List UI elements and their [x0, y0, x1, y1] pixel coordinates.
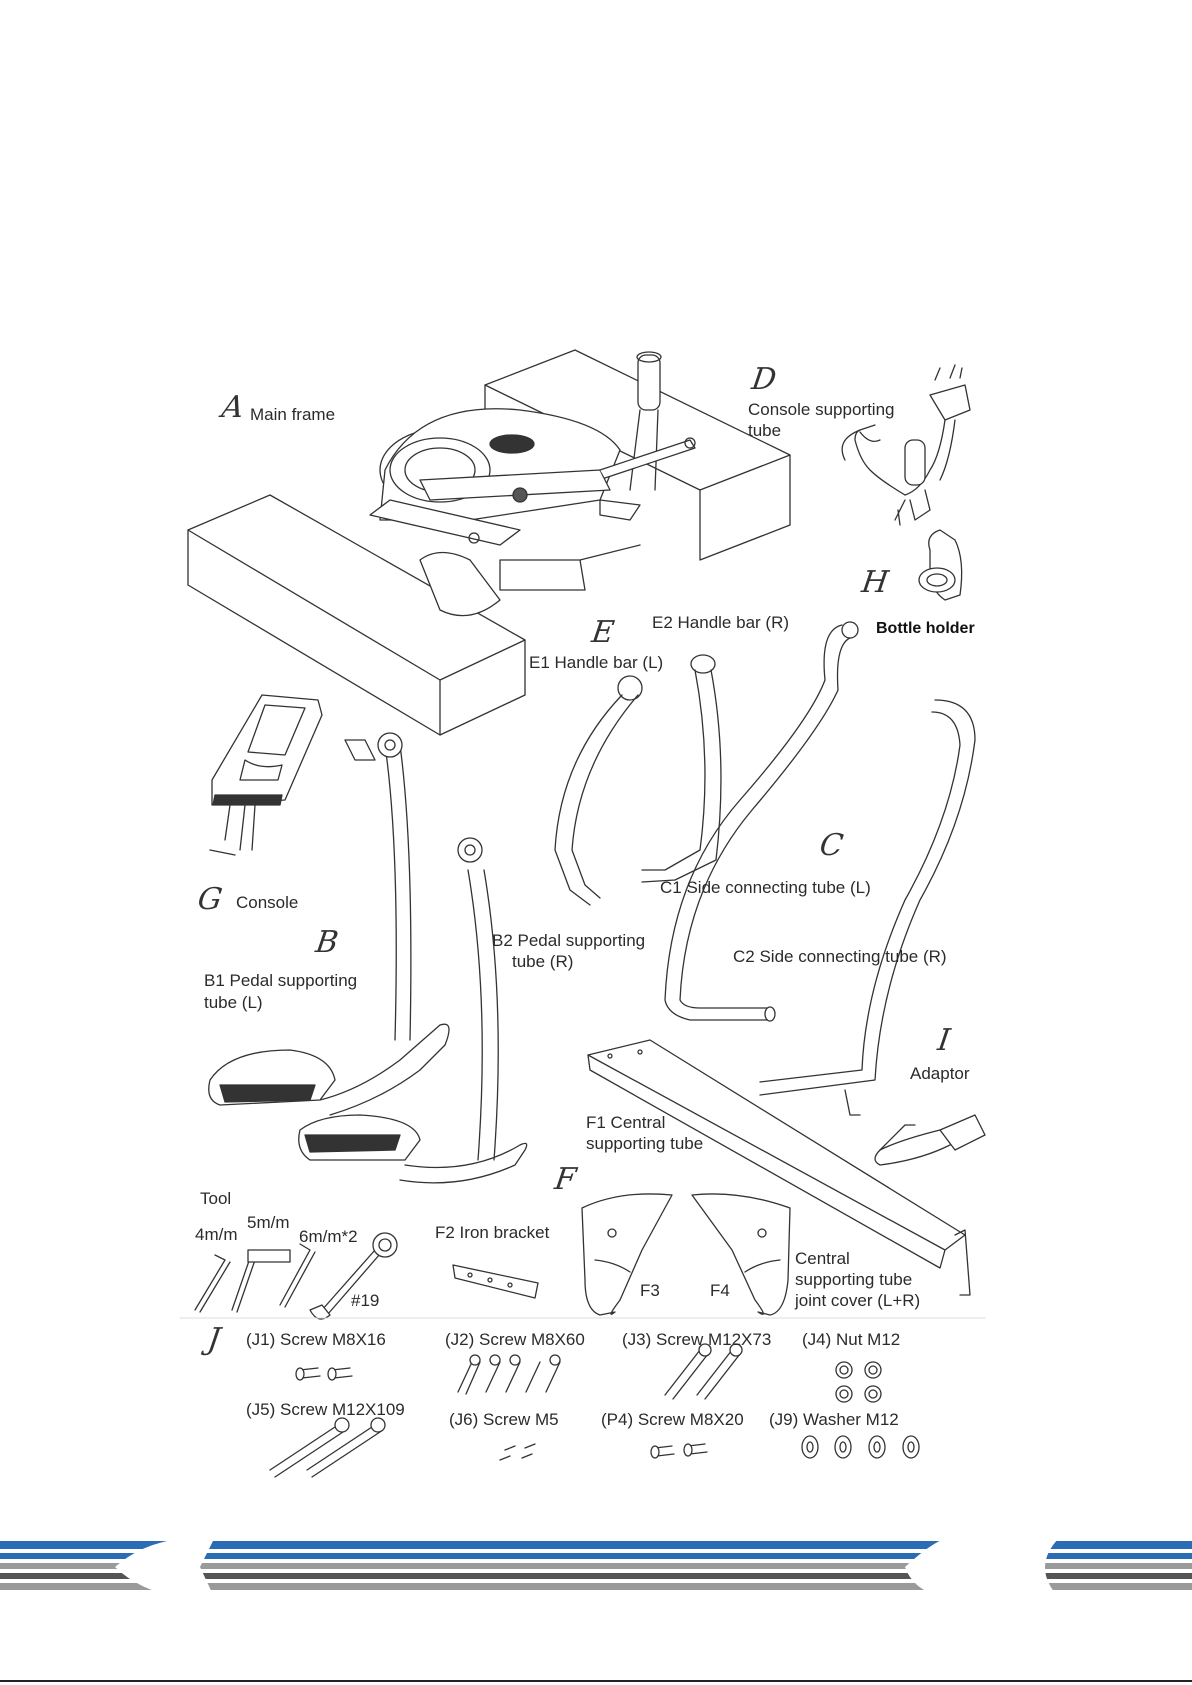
- label-cover-line3: joint cover (L+R): [795, 1291, 921, 1310]
- console-drawing: [209, 694, 323, 856]
- label-f1-line1: F1 Central: [586, 1113, 666, 1132]
- side-connecting-tube-left-drawing: [664, 621, 859, 1022]
- label-p4: (P4) Screw M8X20: [601, 1410, 744, 1429]
- label-c2-side-tube: C2 Side connecting tube (R): [733, 947, 947, 966]
- label-main-frame: Main frame: [250, 405, 336, 424]
- label-e2-handle-bar: E2 Handle bar (R): [652, 613, 790, 632]
- label-b2-line2: tube (R): [512, 952, 574, 971]
- central-supporting-tube-drawing: [587, 1039, 971, 1296]
- screws-j2-drawing: [457, 1354, 561, 1395]
- label-f1-line2: supporting tube: [586, 1134, 704, 1153]
- label-j9: (J9) Washer M12: [769, 1410, 899, 1429]
- part-letter-c: C: [817, 828, 846, 863]
- console-supporting-tube-drawing: [841, 364, 971, 526]
- label-console-supporting-line1: Console supporting: [748, 400, 895, 419]
- label-j2: (J2) Screw M8X60: [445, 1330, 585, 1349]
- screws-p4-drawing: [650, 1443, 708, 1459]
- label-cover-line1: Central: [795, 1249, 850, 1268]
- label-b1-line2: tube (L): [204, 993, 263, 1012]
- part-letter-g: G: [195, 882, 225, 917]
- label-bottle-holder: Bottle holder: [876, 620, 975, 637]
- label-f4: F4: [710, 1281, 730, 1300]
- adaptor-drawing: [874, 1114, 986, 1166]
- joint-cover-right-drawing: [691, 1193, 791, 1316]
- bottle-holder-drawing: [918, 529, 963, 601]
- part-letter-a: A: [219, 390, 247, 425]
- side-connecting-tube-right-drawing: [759, 699, 976, 1116]
- label-f3: F3: [640, 1281, 660, 1300]
- washers-j9-drawing: [801, 1435, 920, 1459]
- main-frame-drawing: [369, 351, 696, 617]
- footer-rule: [0, 1680, 1192, 1682]
- label-adaptor: Adaptor: [910, 1064, 970, 1083]
- handle-bar-left-drawing: [554, 675, 643, 906]
- footer-stripe-decoration: [0, 1535, 1192, 1600]
- label-b1-line1: B1 Pedal supporting: [204, 971, 358, 990]
- screws-j6-drawing: [499, 1443, 536, 1461]
- joint-cover-left-drawing: [581, 1193, 673, 1316]
- label-cover-line2: supporting tube: [795, 1270, 913, 1289]
- label-c1-side-tube: C1 Side connecting tube (L): [660, 878, 871, 897]
- label-f2-iron-bracket: F2 Iron bracket: [435, 1223, 550, 1242]
- label-j1: (J1) Screw M8X16: [246, 1330, 386, 1349]
- label-e1-handle-bar: E1 Handle bar (L): [529, 653, 664, 672]
- label-j3: (J3) Screw M12X73: [622, 1330, 772, 1349]
- packing-box-left: [187, 494, 526, 736]
- handle-bar-right-drawing: [641, 654, 722, 883]
- label-tool-5mm: 5m/m: [247, 1213, 290, 1232]
- pedal-supporting-tube-right-drawing: [298, 837, 528, 1184]
- label-j4: (J4) Nut M12: [802, 1330, 901, 1349]
- pedal-supporting-tube-left-drawing: [208, 732, 450, 1116]
- label-j5: (J5) Screw M12X109: [246, 1400, 405, 1419]
- label-console: Console: [236, 893, 299, 912]
- label-j6: (J6) Screw M5: [449, 1410, 559, 1429]
- nuts-j4-drawing: [835, 1361, 882, 1403]
- part-letter-d: D: [749, 362, 779, 397]
- label-tool-6mm: 6m/m*2: [299, 1227, 358, 1246]
- label-tool-4mm: 4m/m: [195, 1225, 238, 1244]
- iron-bracket-drawing: [452, 1264, 539, 1299]
- screws-j1-drawing: [295, 1367, 353, 1381]
- part-letter-h: H: [859, 565, 891, 600]
- label-b2-line1: B2 Pedal supporting: [492, 931, 646, 950]
- screws-j3-drawing: [664, 1343, 743, 1400]
- label-tool-19: #19: [351, 1291, 380, 1310]
- screws-j5-drawing: [269, 1417, 386, 1478]
- tools-drawing: [194, 1232, 398, 1320]
- label-console-supporting-line2: tube: [748, 421, 782, 440]
- label-tool: Tool: [200, 1189, 232, 1208]
